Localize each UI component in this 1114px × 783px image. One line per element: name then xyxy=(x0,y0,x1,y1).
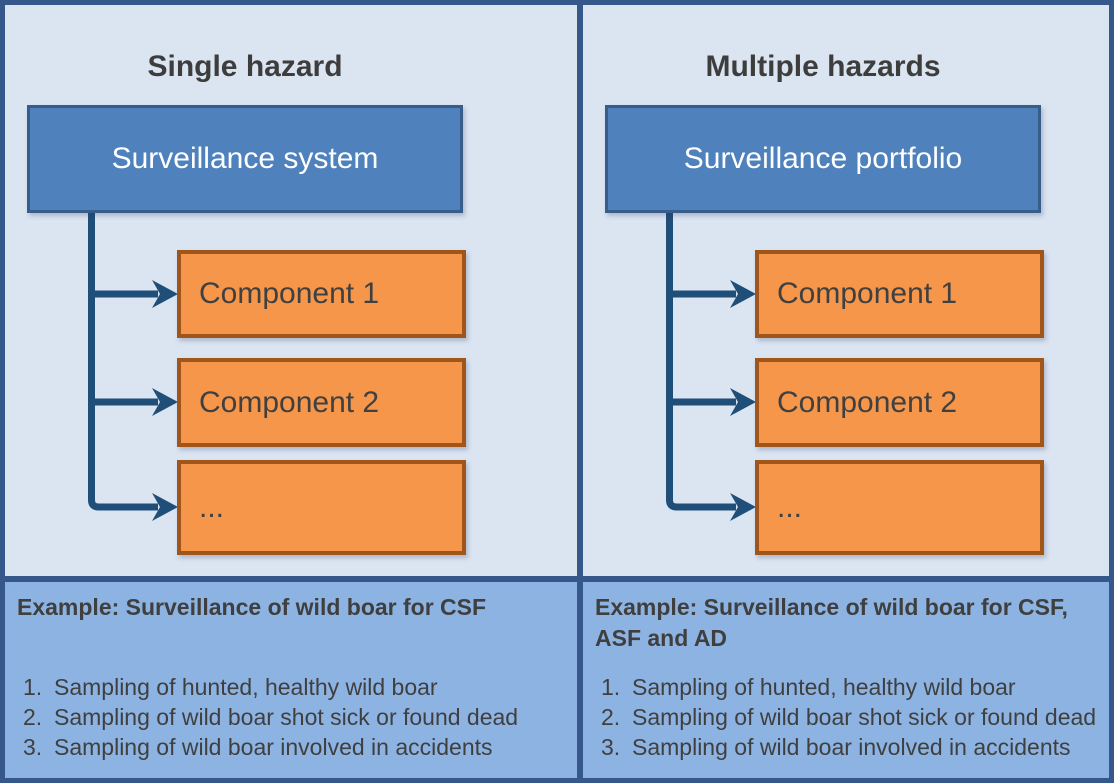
component-box-1: Component 1 xyxy=(755,250,1044,338)
panel-single-hazard: Single hazard Surveillance system Compon… xyxy=(5,5,577,576)
component-box-2: Component 2 xyxy=(177,358,466,447)
component-box-1: Component 1 xyxy=(177,250,466,338)
component-box-2: Component 2 xyxy=(755,358,1044,447)
list-number: 2. xyxy=(601,704,621,730)
example-heading: Example: Surveillance of wild boar for C… xyxy=(595,594,1068,651)
panel-title-single-hazard: Single hazard xyxy=(147,50,343,83)
component-label: ... xyxy=(777,490,803,524)
surveillance-system-label: Surveillance system xyxy=(111,142,379,175)
example-list: 1. Sampling of hunted, healthy wild boar… xyxy=(595,672,1097,762)
list-number: 3. xyxy=(23,734,43,760)
example-list: 1. Sampling of hunted, healthy wild boar… xyxy=(17,672,565,762)
connector-arrows xyxy=(666,210,756,521)
panel-title-multiple-hazards: Multiple hazards xyxy=(705,50,941,83)
component-label: Component 1 xyxy=(199,277,380,310)
list-text: Sampling of wild boar shot sick or found… xyxy=(54,704,519,730)
example-section-single: Example: Surveillance of wild boar for C… xyxy=(5,582,577,778)
example-section-multiple: Example: Surveillance of wild boar for C… xyxy=(583,582,1109,778)
list-number: 1. xyxy=(601,674,621,700)
list-text: Sampling of hunted, healthy wild boar xyxy=(632,674,1016,700)
list-item: 2. Sampling of wild boar shot sick or fo… xyxy=(601,702,1097,732)
list-number: 1. xyxy=(23,674,43,700)
list-item: 2. Sampling of wild boar shot sick or fo… xyxy=(23,702,565,732)
component-box-ellipsis: ... xyxy=(177,460,466,555)
list-number: 3. xyxy=(601,734,621,760)
list-number: 2. xyxy=(23,704,43,730)
panel-multiple-hazards: Multiple hazards Surveillance portfolio … xyxy=(583,5,1109,576)
list-item: 3. Sampling of wild boar involved in acc… xyxy=(601,732,1097,762)
component-label: Component 2 xyxy=(777,385,958,419)
component-box-ellipsis: ... xyxy=(755,460,1044,555)
component-label: Component 1 xyxy=(777,277,958,310)
surveillance-portfolio-box: Surveillance portfolio xyxy=(605,105,1041,213)
example-heading: Example: Surveillance of wild boar for C… xyxy=(17,594,487,620)
list-text: Sampling of wild boar shot sick or found… xyxy=(632,704,1097,730)
list-item: 3. Sampling of wild boar involved in acc… xyxy=(23,732,565,762)
connector-arrows xyxy=(88,210,178,521)
list-item: 1. Sampling of hunted, healthy wild boar xyxy=(23,672,565,702)
component-label: Component 2 xyxy=(199,385,380,419)
list-text: Sampling of wild boar involved in accide… xyxy=(632,734,1071,760)
surveillance-portfolio-label: Surveillance portfolio xyxy=(683,142,963,175)
surveillance-system-box: Surveillance system xyxy=(27,105,463,213)
list-text: Sampling of hunted, healthy wild boar xyxy=(54,674,438,700)
component-label: ... xyxy=(199,490,225,524)
list-text: Sampling of wild boar involved in accide… xyxy=(54,734,493,760)
list-item: 1. Sampling of hunted, healthy wild boar xyxy=(601,672,1097,702)
